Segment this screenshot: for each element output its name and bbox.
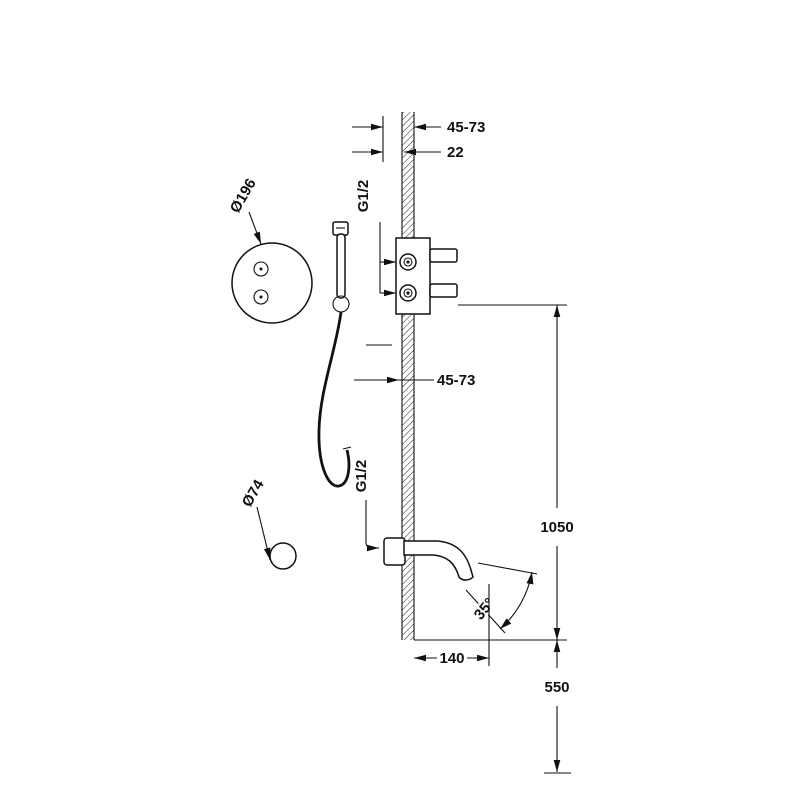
spout-escutcheon xyxy=(383,537,406,566)
dim-valve-height-label: 1050 xyxy=(540,519,573,536)
dimension-550: 550 xyxy=(542,640,572,774)
spout-body xyxy=(403,540,474,581)
dim-top-offset-label: 45-73 xyxy=(447,119,485,136)
thread-top-label: G1/2 xyxy=(355,180,372,213)
dim-spout-floor-label: 550 xyxy=(544,679,569,696)
arc-arrow-lower xyxy=(500,618,512,629)
arc-arrow-upper xyxy=(526,572,534,585)
plate-knob-top xyxy=(253,261,269,277)
top-dimensions: 45-73 22 xyxy=(352,116,485,162)
hose-connector xyxy=(342,446,352,450)
dim-spout-reach-label: 140 xyxy=(439,650,464,667)
plate-knob-top-dot xyxy=(259,267,263,271)
valve-cartridge-top-dot xyxy=(406,260,410,264)
valve-outlet-bottom xyxy=(429,283,458,298)
dimension-140: 140 xyxy=(414,584,490,670)
angle-reference-upper xyxy=(477,562,538,575)
valve-cartridge-bottom-dot xyxy=(406,291,410,295)
thread-bottom-leader xyxy=(365,500,379,552)
hand-shower xyxy=(317,221,352,488)
control-plate: Ø196 xyxy=(227,176,313,324)
plate-circle xyxy=(231,242,313,324)
inlet-thread-top: G1/2 xyxy=(355,180,396,297)
angle-reference-lower xyxy=(465,589,506,634)
shower-hose xyxy=(317,311,351,488)
plate-knob-bottom-dot xyxy=(259,295,263,299)
angle-arc xyxy=(499,571,533,630)
handshower-handle xyxy=(336,233,346,299)
flange-leader xyxy=(256,506,271,561)
flange-diameter-label: Ø74 xyxy=(239,476,268,510)
inlet-thread-bottom: G1/2 xyxy=(353,460,379,552)
mid-dimension: 45-73 xyxy=(354,344,478,392)
valve-body xyxy=(395,237,458,315)
plate-diameter-label: Ø196 xyxy=(227,176,260,216)
dim-wall-thickness-label: 22 xyxy=(447,144,464,161)
dim-mid-offset-label: 45-73 xyxy=(437,372,475,389)
valve-outlet-top xyxy=(429,248,458,263)
plate-leader xyxy=(248,211,262,245)
spout-flange: Ø74 xyxy=(239,476,297,570)
valve-cartridge-top-inner xyxy=(403,257,413,267)
plate-knob-bottom xyxy=(253,289,269,305)
dimension-1050: 1050 xyxy=(414,304,576,641)
valve-rough-body xyxy=(395,237,431,315)
flange-circle xyxy=(269,542,297,570)
thread-bottom-label: G1/2 xyxy=(353,460,370,493)
spout-angle-annotation: 35° xyxy=(465,562,538,634)
valve-cartridge-bottom-inner xyxy=(403,288,413,298)
bath-spout xyxy=(383,537,474,581)
